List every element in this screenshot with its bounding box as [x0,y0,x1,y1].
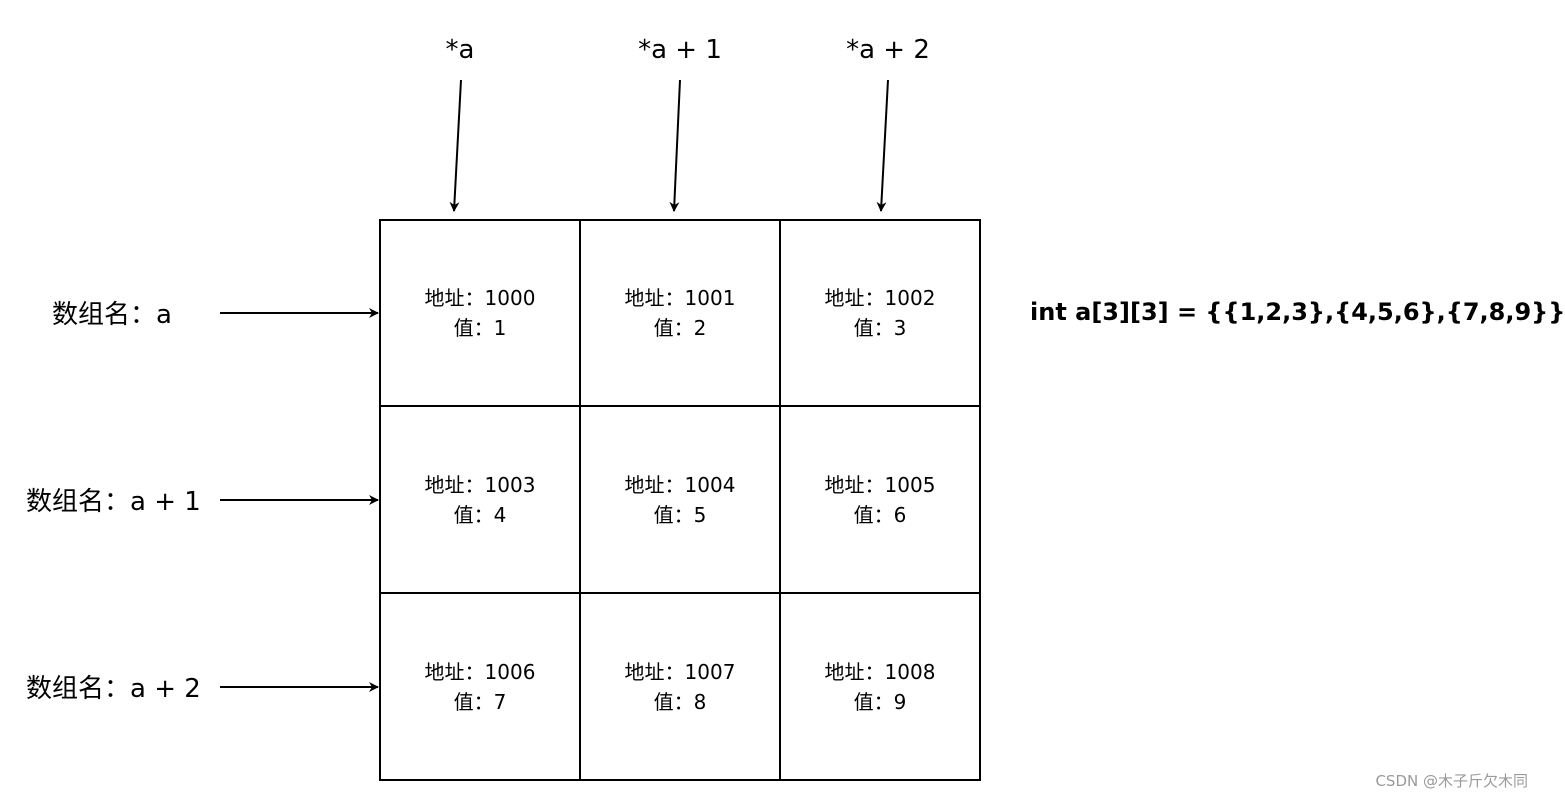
cell-address: 1006 [484,660,536,684]
cell-address: 1003 [484,473,536,497]
memory-cell-2-1: 地址：1007 值：8 [580,594,780,780]
cell-value: 3 [893,316,907,340]
cell-value: 5 [693,503,707,527]
cell-address-label: 地址： [624,286,685,310]
memory-cell-0-2: 地址：1002 值：3 [780,220,980,406]
cell-address-label: 地址： [624,660,685,684]
cell-address: 1002 [884,286,936,310]
cell-value-label: 值： [653,503,694,527]
cell-value-line: 值：2 [654,313,707,343]
cell-address-line: 地址：1006 [425,657,536,687]
row-pointer-label-1: 数组名：a + 1 [26,487,201,517]
cell-address-line: 地址：1003 [425,470,536,500]
cell-value-line: 值：3 [854,313,907,343]
cell-address-label: 地址： [824,473,885,497]
column-pointer-label-2: *a + 2 [846,35,930,65]
cell-value-label: 值： [653,690,694,714]
column-pointer-label-1: *a + 1 [638,35,722,65]
memory-cell-1-2: 地址：1005 值：6 [780,407,980,593]
cell-value-line: 值：8 [654,687,707,717]
cell-value-label: 值： [453,316,494,340]
cell-address-label: 地址： [424,660,485,684]
cell-value-label: 值： [453,690,494,714]
cell-address: 1008 [884,660,936,684]
cell-address-label: 地址： [424,286,485,310]
cell-value-label: 值： [653,316,694,340]
column-pointer-label-0: *a [445,35,475,65]
cell-value-label: 值： [453,503,494,527]
memory-cell-0-0: 地址：1000 值：1 [380,220,580,406]
column-pointer-arrows [449,79,889,212]
column-pointer-arrow-0 [449,79,462,212]
row-pointer-arrows [220,308,379,692]
cell-address-label: 地址： [624,473,685,497]
cell-address: 1005 [884,473,936,497]
memory-cell-1-1: 地址：1004 值：5 [580,407,780,593]
cell-value-line: 值：6 [854,500,907,530]
cell-address: 1001 [684,286,736,310]
memory-cell-2-0: 地址：1006 值：7 [380,594,580,780]
memory-cell-1-0: 地址：1003 值：4 [380,407,580,593]
cell-address: 1004 [684,473,736,497]
cell-value: 2 [693,316,707,340]
cell-value: 8 [693,690,707,714]
array-declaration: int a[3][3] = {{1,2,3},{4,5,6},{7,8,9}} [1030,298,1565,326]
cell-address-line: 地址：1002 [825,283,936,313]
cell-address-label: 地址： [424,473,485,497]
grid-outer-border [379,219,981,781]
cell-address-line: 地址：1000 [425,283,536,313]
cell-value: 6 [893,503,907,527]
cell-value-line: 值：4 [454,500,507,530]
cell-value: 1 [493,316,507,340]
cell-value-line: 值：5 [654,500,707,530]
memory-cell-2-2: 地址：1008 值：9 [780,594,980,780]
cell-address-line: 地址：1007 [625,657,736,687]
cell-value-label: 值： [853,690,894,714]
cell-value-label: 值： [853,316,894,340]
column-pointer-arrow-1 [669,79,681,212]
cell-address-label: 地址： [824,286,885,310]
memory-grid [379,219,981,781]
cell-value: 4 [493,503,507,527]
memory-cell-0-1: 地址：1001 值：2 [580,220,780,406]
watermark-text: CSDN @木子斤欠木同 [1375,772,1528,790]
column-pointer-arrow-2 [876,79,889,212]
cell-address-line: 地址：1008 [825,657,936,687]
cell-address-line: 地址：1001 [625,283,736,313]
cell-address-line: 地址：1004 [625,470,736,500]
cell-address: 1000 [484,286,536,310]
row-pointer-label-2: 数组名：a + 2 [26,674,201,704]
cell-value-line: 值：7 [454,687,507,717]
cell-value-line: 值：9 [854,687,907,717]
cell-address-line: 地址：1005 [825,470,936,500]
cell-value: 7 [493,690,507,714]
cell-address-label: 地址： [824,660,885,684]
cell-value: 9 [893,690,907,714]
cell-value-label: 值： [853,503,894,527]
cell-value-line: 值：1 [454,313,507,343]
row-pointer-label-0: 数组名：a [52,300,172,330]
cell-address: 1007 [684,660,736,684]
